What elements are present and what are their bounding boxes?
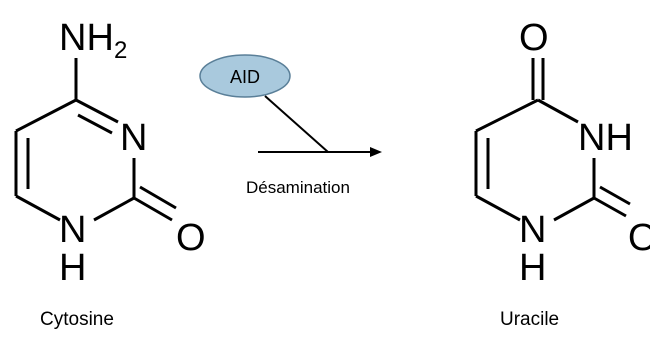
uracil-structure: O N H NH O <box>474 17 650 289</box>
reaction-arrow-head <box>370 147 382 157</box>
uracil-n1-label: N <box>519 209 546 251</box>
u-c2-o-double-bond <box>599 185 631 206</box>
enzyme-connector-line <box>264 95 329 153</box>
c6-n1-bond <box>15 194 61 222</box>
reaction-arrow-group: AID Désamination <box>199 54 382 197</box>
cytosine-amino-label: NH <box>59 17 114 59</box>
uracil-name: Uracile <box>500 309 559 330</box>
c2-o-bond <box>133 196 173 222</box>
n1-c2-bond <box>93 196 135 222</box>
cytosine-n1-label: N <box>59 209 86 251</box>
cytosine-structure: NH 2 N H N O <box>14 17 206 289</box>
enzyme-label: AID <box>230 67 260 87</box>
cytosine-carbonyl-o-label: O <box>176 217 206 259</box>
n3-c4-double-bond <box>77 113 113 135</box>
uracil-carbonyl-o-right-label: O <box>628 217 650 259</box>
cytosine-amino-subscript: 2 <box>114 37 127 64</box>
enzyme-ellipse <box>199 54 291 98</box>
n3-c4-bond <box>75 98 119 124</box>
cytosine-name: Cytosine <box>40 309 114 330</box>
c4-c5-bond <box>15 98 77 133</box>
u-n3-c4-bond <box>537 98 579 124</box>
c2-o-double-bond <box>139 185 177 210</box>
cytosine-n3-label: N <box>120 117 147 159</box>
u-c2-o-bond <box>593 196 627 218</box>
uracil-n1-h-label: H <box>519 247 546 289</box>
u-c6-n1-bond <box>475 194 521 222</box>
uracil-nh-label: NH <box>578 117 633 159</box>
u-c4-c5-bond <box>475 98 539 133</box>
cytosine-n1-h-label: H <box>59 247 86 289</box>
process-label: Désamination <box>246 178 350 197</box>
u-n1-c2-bond <box>553 196 595 222</box>
uracil-carbonyl-o-top-label: O <box>519 17 549 59</box>
